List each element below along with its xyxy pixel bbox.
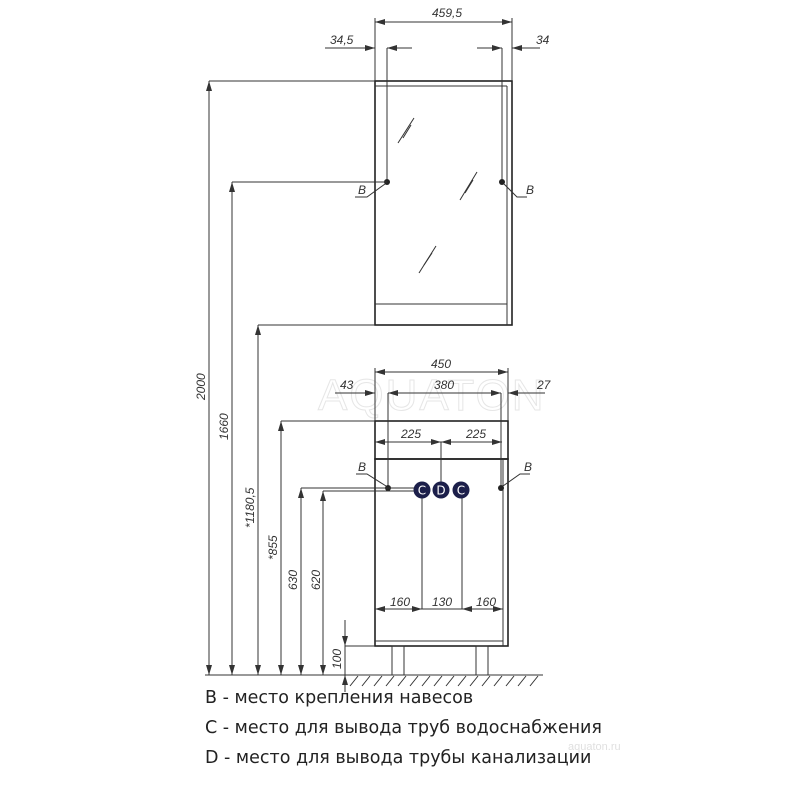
legend-item-c: C - место для вывода труб водоснабжения: [205, 718, 602, 738]
watermark-site: aquaton.ru: [568, 741, 621, 753]
dim-half-right: 225: [465, 427, 486, 441]
water-supply-marker: [413, 481, 431, 499]
hinge-point-icon: [498, 485, 504, 491]
dim-mirror-offset-right: 34: [536, 33, 550, 47]
water-supply-marker: [452, 481, 470, 499]
legend-item-b: B - место крепления навесов: [205, 688, 473, 708]
dim-mirror-offset-left: 34,5: [330, 33, 354, 47]
hinge-point-icon: [499, 179, 505, 185]
dim-half-left: 225: [400, 427, 421, 441]
hinge-label: B: [526, 183, 534, 197]
dim-pipe-left: 160: [390, 595, 410, 609]
hinge-label: B: [524, 460, 532, 474]
legend-key: D: [205, 748, 219, 768]
dim-offset-right: 27: [536, 378, 552, 392]
floor-hatching: [349, 675, 539, 687]
hinge-label: B: [358, 460, 366, 474]
glass-reflection-icon: [397, 117, 478, 274]
dim-inner-width: 380: [434, 378, 454, 392]
legend-text: - место для вывода трубы канализации: [218, 748, 592, 768]
dim-height-1180: *1180,5: [243, 487, 257, 528]
dim-height-2000: 2000: [194, 373, 208, 401]
drain-marker: [432, 481, 450, 499]
dim-height-620: 620: [309, 570, 323, 590]
legend-text: - место для вывода труб водоснабжения: [217, 718, 602, 738]
dim-height-630: 630: [286, 570, 300, 590]
cabinet-legs: [391, 645, 489, 676]
hinge-label: B: [358, 183, 366, 197]
marker-label: D: [436, 484, 445, 498]
dim-pipe-right: 160: [476, 595, 496, 609]
legend-key: C: [205, 718, 218, 738]
dim-leg-height: 100: [330, 649, 344, 669]
legend-text: - место крепления навесов: [217, 688, 474, 708]
marker-label: C: [457, 484, 465, 498]
dim-offset-left: 43: [340, 378, 354, 392]
dim-pipe-middle: 130: [432, 595, 452, 609]
legend-key: B: [205, 688, 218, 708]
dim-cabinet-width: 450: [431, 357, 451, 371]
legend-item-d: D - место для вывода трубы канализации: [205, 748, 591, 768]
mirror-cabinet: [374, 80, 513, 326]
dim-mirror-width: 459,5: [432, 6, 462, 20]
dim-height-855: *855: [266, 535, 280, 560]
dim-height-1660: 1660: [217, 413, 231, 440]
marker-label: C: [418, 484, 426, 498]
